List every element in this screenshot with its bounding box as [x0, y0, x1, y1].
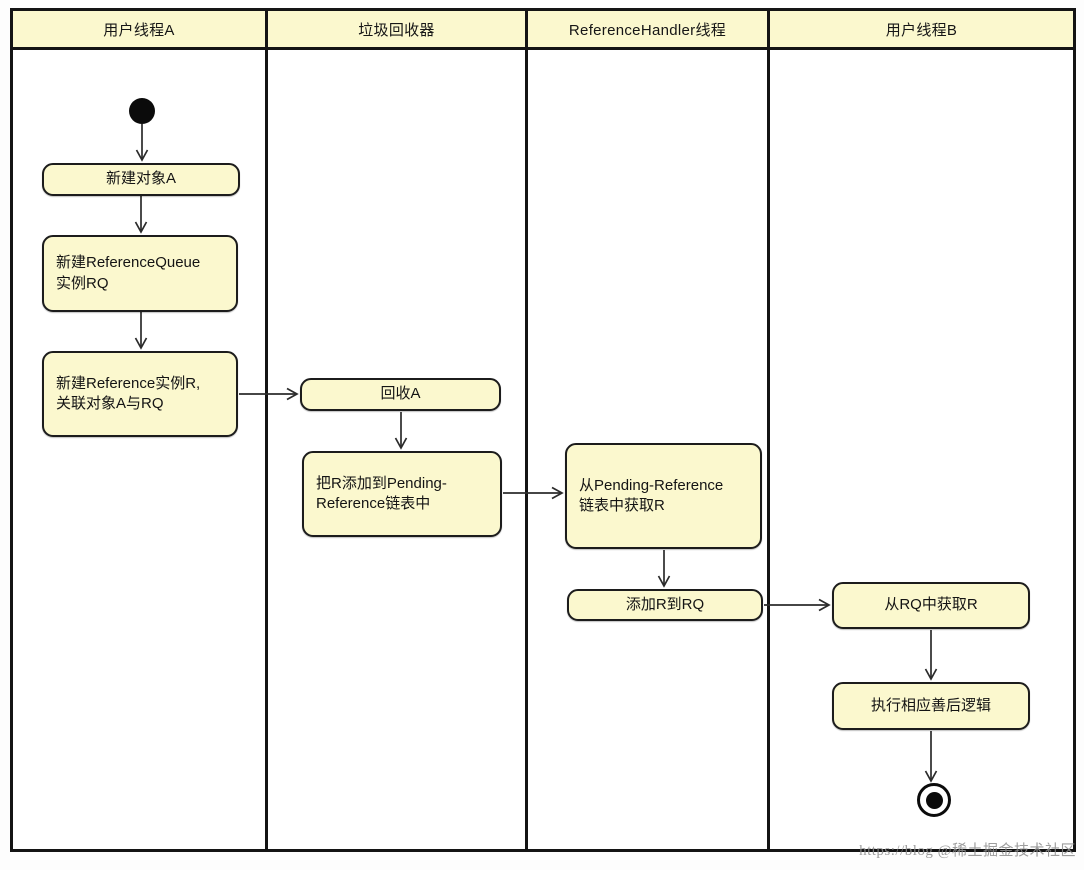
- lane-header-reference-handler-thread: ReferenceHandler线程: [528, 8, 770, 50]
- activity-add-r-to-rq: 添加R到RQ: [567, 589, 763, 621]
- activity-create-object-a: 新建对象A: [42, 163, 240, 196]
- activity-add-r-to-pending-list: 把R添加到Pending- Reference链表中: [302, 451, 502, 537]
- activity-collect-a: 回收A: [300, 378, 501, 411]
- lane-header-garbage-collector: 垃圾回收器: [268, 8, 528, 50]
- lane-header-user-thread-b: 用户线程B: [770, 8, 1076, 50]
- start-node: [129, 98, 155, 124]
- end-node-dot: [925, 791, 943, 809]
- activity-get-r-from-rq: 从RQ中获取R: [832, 582, 1030, 629]
- watermark: https://blog @稀土掘金技术社区: [859, 843, 1076, 859]
- lane-divider-2: [525, 50, 528, 849]
- lane-divider-1: [265, 50, 268, 849]
- lane-header-user-thread-a: 用户线程A: [10, 8, 268, 50]
- activity-create-reference-r: 新建Reference实例R, 关联对象A与RQ: [42, 351, 238, 437]
- lane-divider-3: [767, 50, 770, 849]
- activity-get-r-from-pending-list: 从Pending-Reference 链表中获取R: [565, 443, 762, 549]
- activity-create-referencequeue-rq: 新建ReferenceQueue 实例RQ: [42, 235, 238, 312]
- activity-execute-cleanup-logic: 执行相应善后逻辑: [832, 682, 1030, 730]
- end-node: [917, 783, 951, 817]
- swimlane-header-row: 用户线程A 垃圾回收器 ReferenceHandler线程 用户线程B: [10, 8, 1076, 50]
